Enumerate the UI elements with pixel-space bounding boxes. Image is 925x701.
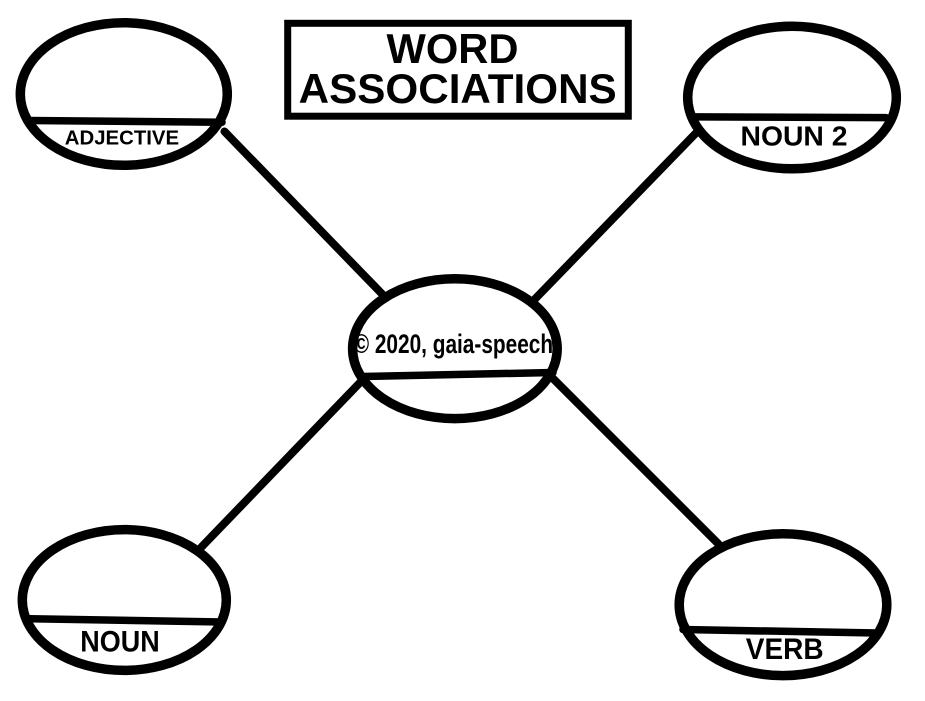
svg-text:WORD: WORD (387, 25, 519, 72)
svg-text:ADJECTIVE: ADJECTIVE (65, 128, 179, 150)
svg-text:ASSOCIATIONS: ASSOCIATIONS (299, 65, 617, 112)
svg-text:VERB: VERB (746, 633, 824, 666)
svg-text:NOUN 2: NOUN 2 (741, 120, 848, 151)
svg-text:© 2020, gaia-speech: © 2020, gaia-speech (354, 329, 553, 359)
svg-text:NOUN: NOUN (80, 626, 159, 659)
